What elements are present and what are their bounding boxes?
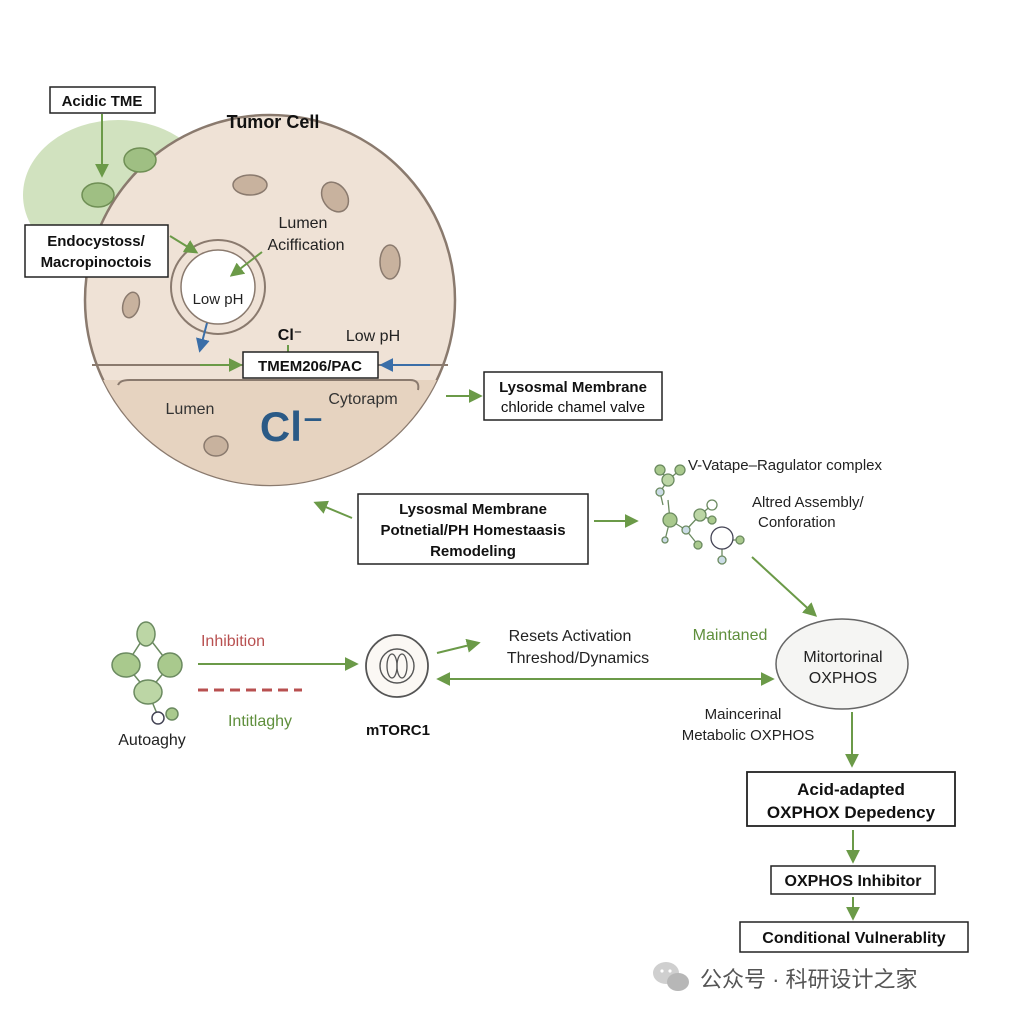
cl-small-label: Cl⁻ bbox=[278, 327, 302, 344]
lumen-acid-line1: Lumen bbox=[279, 215, 328, 232]
arrow-vatpase-to-mito bbox=[751, 556, 818, 617]
endocytosis-line1: Endocystoss/ bbox=[47, 233, 145, 250]
conditional-vulnerability-label: Conditional Vulnerablity bbox=[762, 930, 946, 947]
acidic-tme-label: Acidic TME bbox=[62, 93, 143, 110]
acid-adapted-box bbox=[746, 771, 956, 827]
cl-large-label: Cl⁻ bbox=[260, 403, 324, 450]
resets-line2: Threshod/Dynamics bbox=[507, 650, 649, 667]
cell-low-ph: Low pH bbox=[346, 328, 400, 345]
potential-box bbox=[357, 493, 589, 565]
intitlaghy-label: Intitlaghy bbox=[228, 713, 292, 730]
acidic-tme-box bbox=[49, 86, 156, 114]
vatpase-label: V-Vatape–Ragulator complex bbox=[688, 457, 883, 474]
tmem206-box bbox=[242, 351, 379, 379]
tmem206-label: TMEM206/PAC bbox=[258, 358, 362, 375]
arrow-potential-to-cell bbox=[313, 500, 353, 519]
resets-line1: Resets Activation bbox=[509, 628, 632, 645]
organelles bbox=[81, 147, 401, 457]
arrow-mtorc1-resets bbox=[436, 638, 481, 654]
mito-oxphos-node bbox=[775, 618, 909, 710]
arrow-endocytosis-to-vesicle bbox=[169, 235, 199, 254]
watermark-text: 公众号 · 科研设计之家 bbox=[700, 967, 918, 992]
arrows bbox=[95, 114, 860, 921]
autophagy-label: Autoaghy bbox=[118, 732, 186, 749]
mito-line2: OXPHOS bbox=[809, 670, 877, 687]
autophagy-icon bbox=[111, 621, 183, 725]
mtorc1-label: mTORC1 bbox=[366, 722, 430, 739]
mtorc1-icon bbox=[365, 634, 429, 698]
endosome-lumen bbox=[180, 249, 256, 325]
potential-line3: Remodeling bbox=[430, 543, 516, 560]
wechat-watermark-icon bbox=[653, 962, 689, 991]
endocytosis-line2: Macropinoctois bbox=[41, 254, 152, 271]
oxphos-inhibitor-label: OXPHOS Inhibitor bbox=[785, 873, 922, 890]
mito-line1: Mitortorinal bbox=[803, 649, 882, 666]
maint-line1: Maincerinal bbox=[705, 706, 782, 723]
oxphos-inhibitor-box bbox=[770, 865, 936, 895]
arrow-lumen-acid-to-vesicle bbox=[229, 251, 263, 277]
altered-line2: Conforation bbox=[758, 514, 836, 531]
lyso-valve-line1: Lysosmal Membrane bbox=[499, 379, 647, 396]
cytoplasm-label: Cytorapm bbox=[328, 391, 397, 408]
potential-line1: Lysosmal Membrane bbox=[399, 501, 547, 518]
altered-line1: Altred Assembly/ bbox=[752, 494, 865, 511]
acid-adapted-line2: OXPHOX Depedency bbox=[767, 803, 936, 822]
lyso-valve-line2: chloride chamel valve bbox=[501, 399, 645, 416]
conditional-vulnerability-box bbox=[739, 921, 969, 953]
endocytosis-box bbox=[24, 224, 169, 278]
potential-line2: Potnetial/PH Homestaasis bbox=[380, 522, 565, 539]
inhibition-label: Inhibition bbox=[201, 633, 265, 650]
acid-adapted-line1: Acid-adapted bbox=[797, 780, 905, 799]
maintained-label: Maintaned bbox=[693, 627, 768, 644]
maint-line2: Metabolic OXPHOS bbox=[682, 727, 815, 744]
lumen-acid-line2: Aciffication bbox=[267, 237, 344, 254]
arrow-blue-vesicle-down bbox=[196, 322, 210, 353]
lyso-valve-box bbox=[483, 371, 663, 421]
vesicle-low-ph: Low pH bbox=[193, 291, 244, 308]
vatpase-complex-icon bbox=[654, 464, 745, 565]
lumen-label: Lumen bbox=[166, 401, 215, 418]
tumor-cell-title: Tumor Cell bbox=[227, 112, 320, 132]
